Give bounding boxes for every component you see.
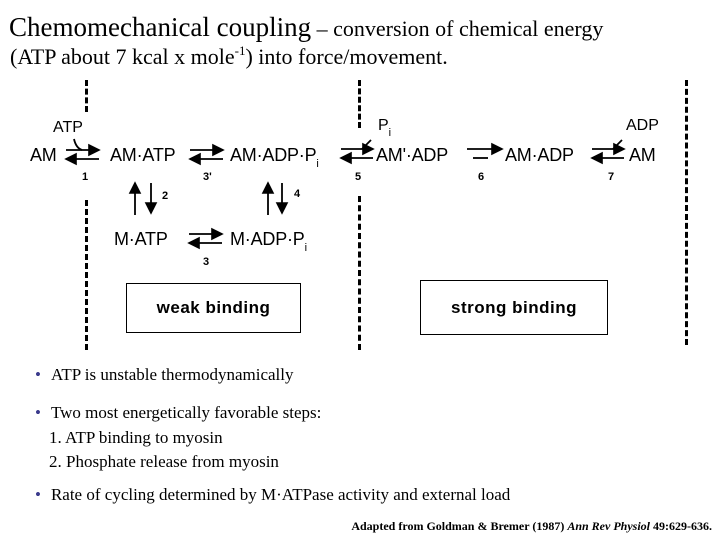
species-am-prime-adp: AM'·ADP bbox=[376, 145, 449, 165]
slide-subtitle: (ATP about 7 kcal x mole-1) into force/m… bbox=[10, 44, 448, 70]
slide-title: Chemomechanical coupling – conversion of… bbox=[9, 12, 603, 44]
step-5-label: 5 bbox=[355, 171, 362, 183]
species-am-left: AM bbox=[30, 145, 57, 165]
ligand-pi: Pi bbox=[378, 117, 392, 139]
subtitle-before: (ATP about 7 kcal x mole bbox=[10, 44, 235, 69]
species-m-adp-pi: M·ADP·Pi bbox=[230, 229, 307, 254]
bullet-2-sub-2: 2. Phosphate release from myosin bbox=[49, 452, 279, 471]
bullet-dot-icon: • bbox=[35, 403, 41, 422]
step-3prime-label: 3' bbox=[203, 171, 212, 183]
bullet-3: •Rate of cycling determined by M·ATPase … bbox=[35, 485, 511, 504]
step-2-label: 2 bbox=[162, 190, 169, 202]
species-am-right: AM bbox=[629, 145, 656, 165]
bullet-dot-icon: • bbox=[35, 485, 41, 504]
species-am-adp: AM·ADP bbox=[505, 145, 574, 165]
title-rest: – conversion of chemical energy bbox=[311, 16, 604, 41]
separator-right bbox=[685, 80, 688, 345]
separator-middle-top bbox=[358, 80, 361, 128]
species-am-adp-pi: AM·ADP·Pi bbox=[230, 145, 319, 170]
bullet-1: •ATP is unstable thermodynamically bbox=[35, 365, 294, 384]
citation-journal: Ann Rev Physiol bbox=[567, 519, 650, 533]
bullet-2: •Two most energetically favorable steps: bbox=[35, 403, 322, 422]
subtitle-superscript: -1 bbox=[234, 43, 246, 58]
step-6-label: 6 bbox=[478, 171, 485, 183]
species-am-atp: AM·ATP bbox=[110, 145, 176, 165]
ligand-atp: ATP bbox=[53, 119, 83, 136]
subtitle-after: ) into force/movement. bbox=[245, 44, 448, 69]
separator-left-top bbox=[85, 80, 88, 112]
strong-binding-label: strong binding bbox=[451, 297, 577, 317]
separator-middle-bottom bbox=[358, 196, 361, 350]
step-1-label: 1 bbox=[82, 171, 89, 183]
title-main: Chemomechanical coupling bbox=[9, 12, 312, 42]
bullet-2-sub-1: 1. ATP binding to myosin bbox=[49, 428, 223, 447]
ligand-adp: ADP bbox=[626, 117, 659, 134]
step-7-label: 7 bbox=[608, 171, 615, 183]
species-m-atp: M·ATP bbox=[114, 229, 168, 249]
weak-binding-label: weak binding bbox=[156, 298, 271, 317]
bullet-dot-icon: • bbox=[35, 365, 41, 384]
step-4-label: 4 bbox=[294, 188, 301, 200]
step-3-label: 3 bbox=[203, 256, 210, 268]
weak-binding-box: weak binding bbox=[126, 283, 301, 333]
citation: Adapted from Goldman & Bremer (1987) Ann… bbox=[351, 519, 712, 533]
strong-binding-box: strong binding bbox=[420, 280, 608, 335]
separator-left-bottom bbox=[85, 200, 88, 350]
